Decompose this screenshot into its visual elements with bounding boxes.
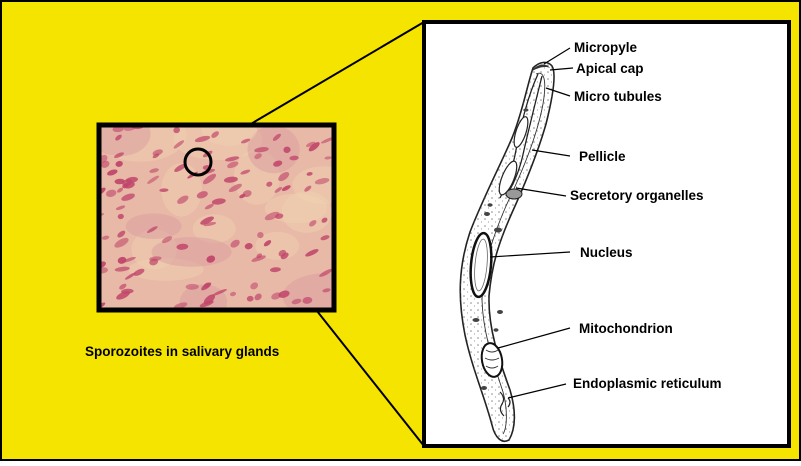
label-endoplasmic-reticulum: Endoplasmic reticulum xyxy=(573,376,722,391)
micrograph-caption: Sporozoites in salivary glands xyxy=(85,344,279,359)
label-micropyle: Micropyle xyxy=(574,40,638,55)
secretory-organelle-3 xyxy=(506,189,522,199)
label-micro-tubules: Micro tubules xyxy=(574,89,662,104)
micrograph-panel xyxy=(90,107,371,320)
tissue-tint xyxy=(265,194,327,224)
label-mitochondrion: Mitochondrion xyxy=(579,321,673,336)
tissue-tint xyxy=(126,213,182,239)
label-secretory-organelles: Secretory organelles xyxy=(570,188,704,203)
label-apical-cap: Apical cap xyxy=(576,61,644,76)
tissue-nucleus xyxy=(257,232,263,238)
label-nucleus: Nucleus xyxy=(580,245,633,260)
label-pellicle: Pellicle xyxy=(579,149,626,164)
